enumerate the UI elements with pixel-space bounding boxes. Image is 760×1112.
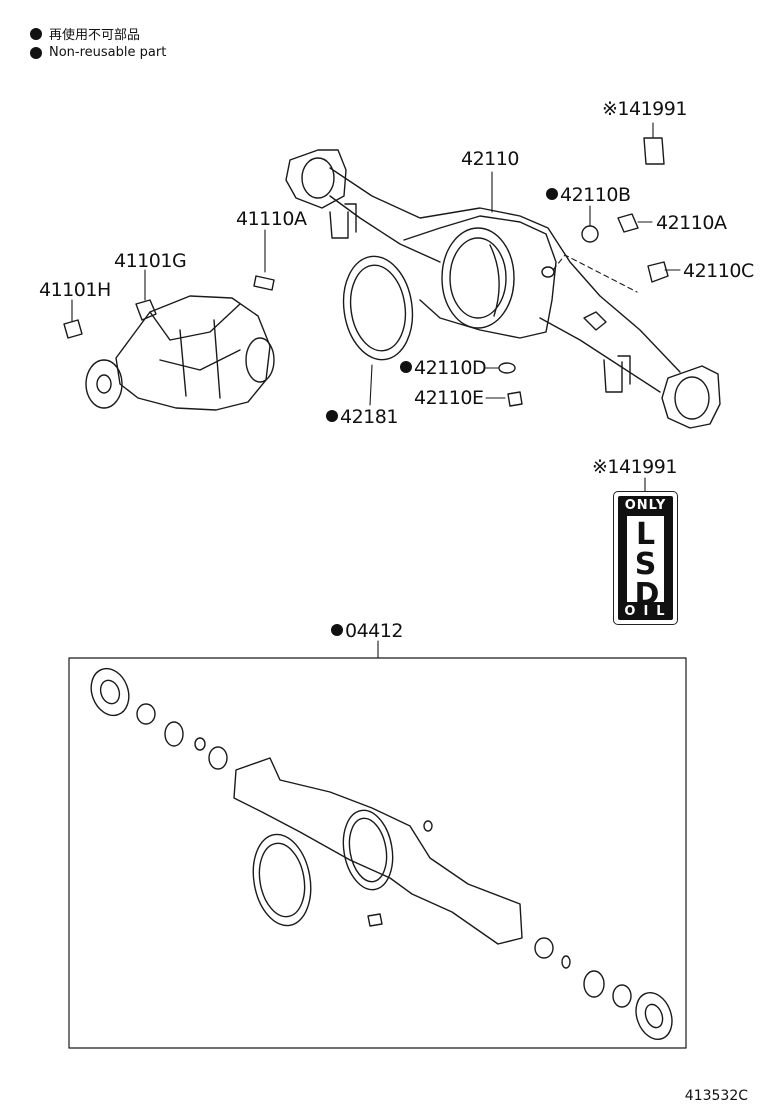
label-42110D: 42110D xyxy=(400,357,487,379)
lsd-oil-sticker: ONLY LSD OIL xyxy=(613,491,678,625)
sticker-middle-text: LSD xyxy=(627,516,664,610)
legend-text-jp: 再使用不可部品 xyxy=(49,28,141,43)
leader-lines xyxy=(71,122,681,659)
bullet-icon xyxy=(30,46,42,59)
differential-carrier xyxy=(85,295,275,411)
axle-housing xyxy=(285,149,721,429)
non-reusable-bullet-icon xyxy=(326,410,338,422)
bullet-icon xyxy=(30,27,42,40)
label-41110A: 41110A xyxy=(236,208,307,230)
label-41991-top: ※141991 xyxy=(602,98,687,120)
legend-text-en: Non-reusable part xyxy=(49,45,167,60)
label-42110E: 42110E xyxy=(414,387,484,409)
kit-frame xyxy=(68,657,687,1049)
diagram-reference-number: 413532C xyxy=(684,1088,748,1104)
sticker-top-text: ONLY xyxy=(624,498,667,513)
sticker-background: ONLY LSD OIL xyxy=(618,496,673,620)
label-42110C: 42110C xyxy=(683,260,754,282)
label-42110A: 42110A xyxy=(656,212,727,234)
kit-parts xyxy=(90,667,673,1040)
label-04412: 04412 xyxy=(331,620,403,642)
small-parts xyxy=(63,213,669,407)
sticker-bottom-text: OIL xyxy=(624,604,673,619)
label-41991-bottom: ※141991 xyxy=(592,456,677,478)
label-42110B: 42110B xyxy=(546,184,631,206)
non-reusable-bullet-icon xyxy=(331,624,343,636)
legend-item-jp: 再使用不可部品 xyxy=(30,24,140,43)
label-42110: 42110 xyxy=(461,148,519,170)
lsd-letters: LSD xyxy=(634,517,660,612)
gasket-42181 xyxy=(342,255,414,361)
label-42181: 42181 xyxy=(326,406,398,428)
label-41101H: 41101H xyxy=(39,279,111,301)
non-reusable-bullet-icon xyxy=(546,188,558,200)
non-reusable-bullet-icon xyxy=(400,361,412,373)
label-tag-shape xyxy=(643,137,665,165)
label-41101G: 41101G xyxy=(114,250,187,272)
legend-item-en: Non-reusable part xyxy=(30,45,166,60)
